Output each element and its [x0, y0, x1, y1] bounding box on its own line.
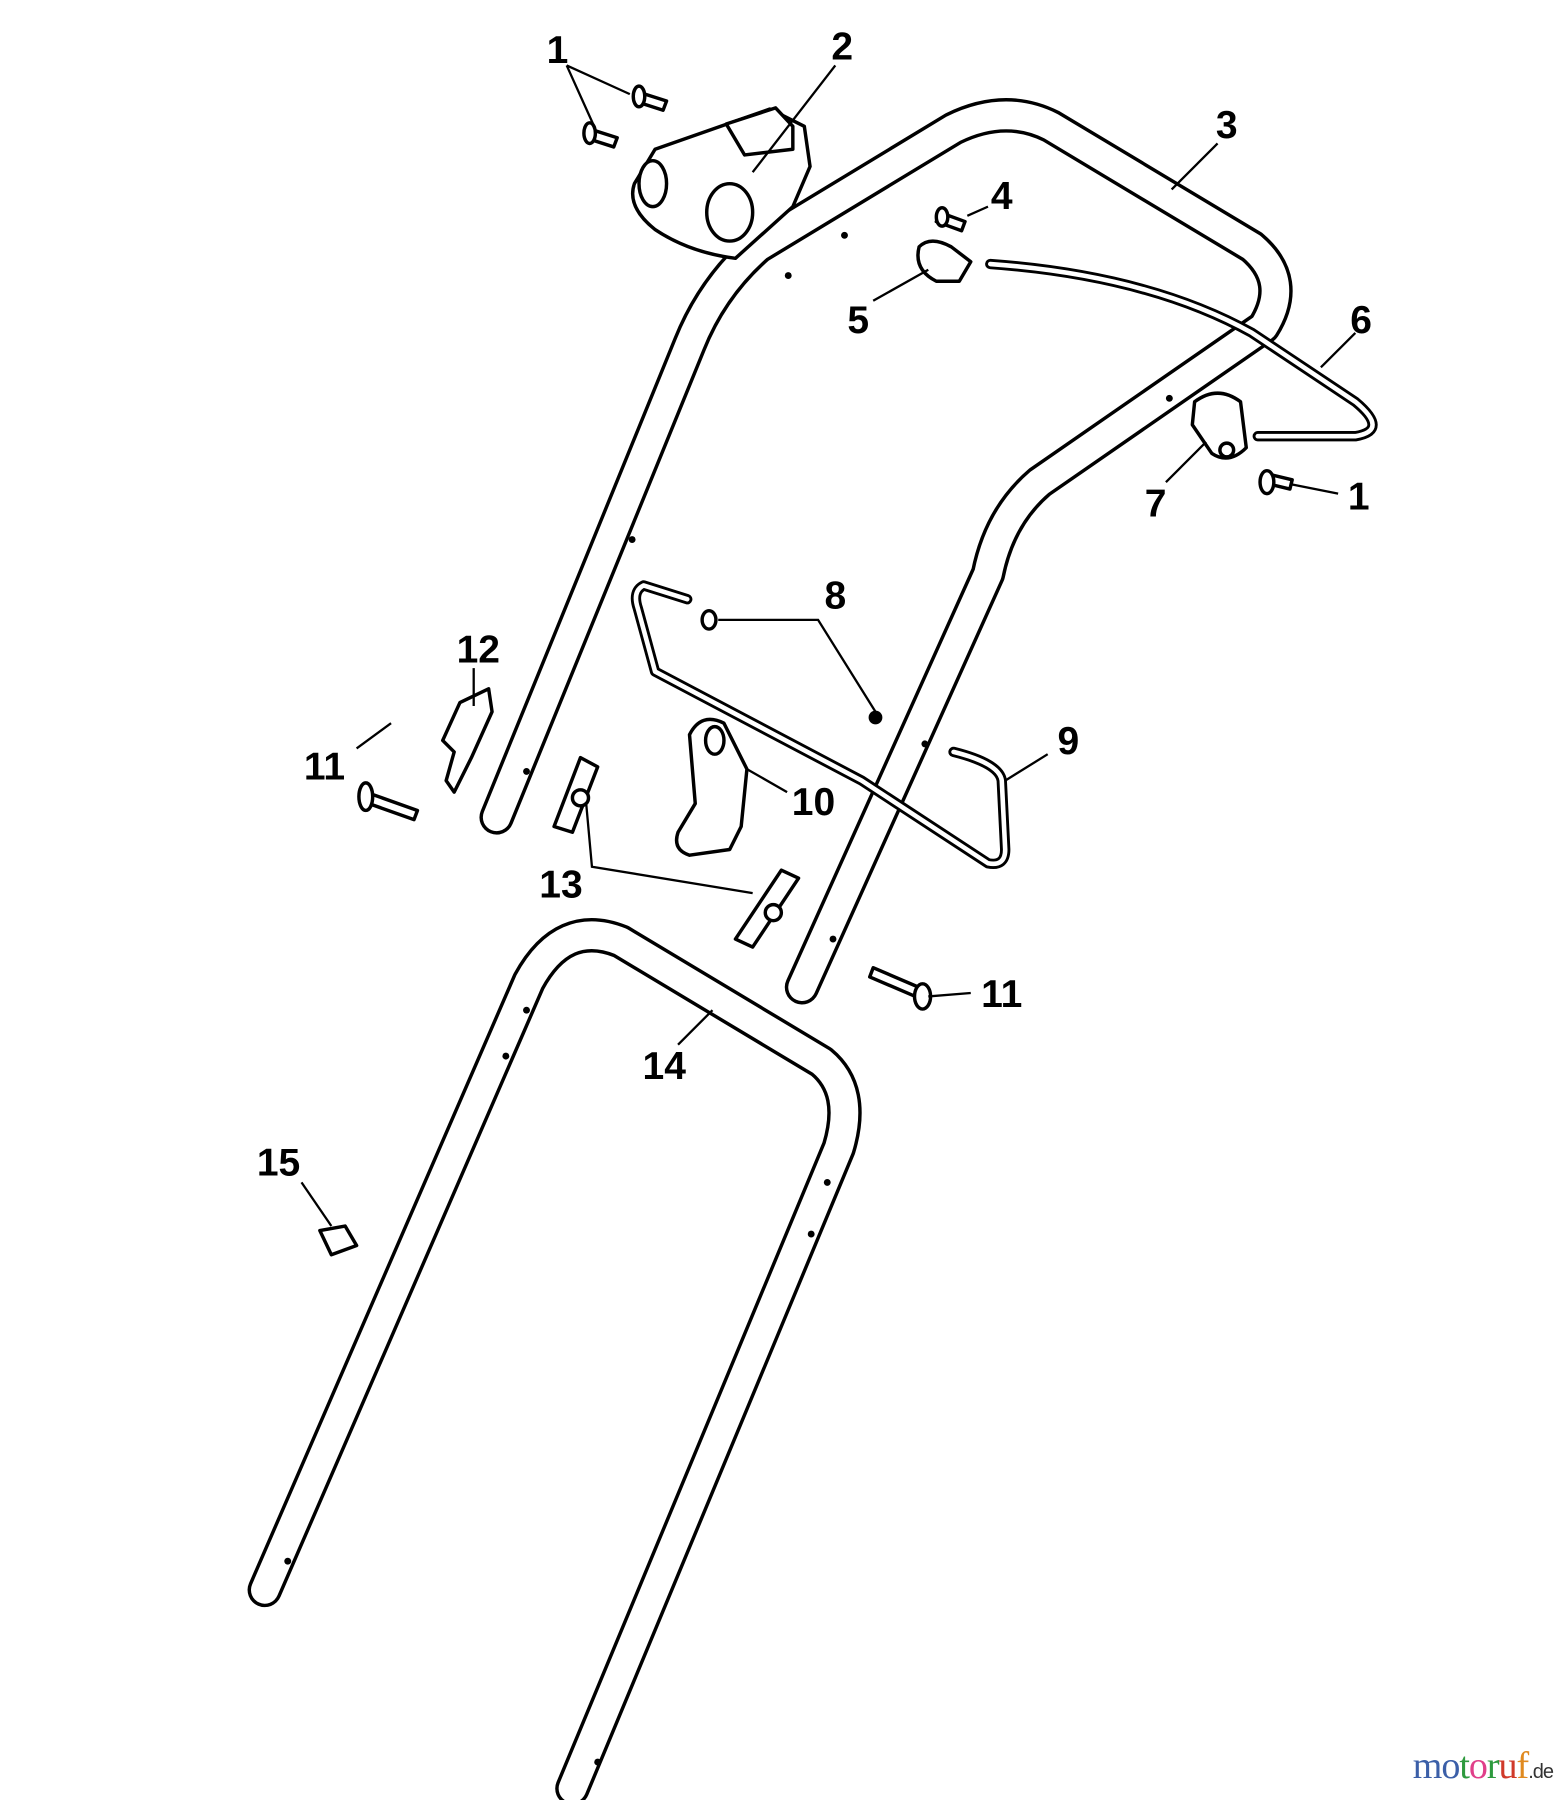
cable-part-6 — [985, 258, 1378, 442]
callout-label: 11 — [981, 973, 1022, 1016]
watermark-logo: motoruf.de — [1412, 1744, 1554, 1788]
callout-label: 8 — [824, 574, 846, 617]
watermark-letter: r — [1486, 1745, 1500, 1787]
callout-label: 13 — [539, 864, 582, 907]
callout-label: 2 — [831, 26, 853, 69]
callout-label: 14 — [643, 1045, 687, 1088]
watermark-brand: motoruf — [1412, 1745, 1530, 1787]
callout-label: 15 — [257, 1142, 300, 1185]
watermark-letter: f — [1516, 1745, 1530, 1787]
control-box-part-2 — [630, 106, 812, 261]
watermark-letter: t — [1459, 1745, 1470, 1787]
washers-part-8 — [700, 608, 883, 725]
callout-label: 4 — [991, 175, 1013, 218]
callout-label: 3 — [1216, 104, 1238, 147]
watermark-letter: m — [1412, 1745, 1443, 1787]
screw-part-1 — [582, 84, 1294, 496]
wire-part-9 — [630, 580, 1011, 869]
callout-label: 9 — [1057, 720, 1079, 763]
callout-label: 5 — [847, 299, 869, 342]
watermark-letter: o — [1441, 1745, 1460, 1787]
watermark-tld: .de — [1528, 1761, 1554, 1783]
callout-label: 12 — [457, 628, 500, 671]
callout-label: 7 — [1145, 483, 1167, 526]
lower-handle-part-14 — [247, 918, 862, 1800]
knob-part-13 — [552, 755, 801, 949]
callout-label: 6 — [1350, 299, 1372, 342]
callout-label: 1 — [1348, 476, 1370, 519]
leader-lines — [300, 64, 1357, 1227]
bracket-part-10 — [674, 717, 749, 857]
screw-part-4 — [934, 206, 967, 233]
upper-handle-part-3 — [479, 98, 1293, 1005]
latch-part-12 — [440, 687, 494, 794]
callout-label: 11 — [304, 745, 345, 788]
watermark-letter: u — [1498, 1745, 1518, 1787]
clip-part-5 — [916, 239, 973, 283]
callout-label: 1 — [547, 29, 569, 72]
bolt-part-11 — [357, 781, 933, 1011]
callout-label: 10 — [792, 781, 835, 824]
plug-part-15 — [318, 1224, 359, 1257]
watermark-letter: o — [1468, 1745, 1488, 1787]
